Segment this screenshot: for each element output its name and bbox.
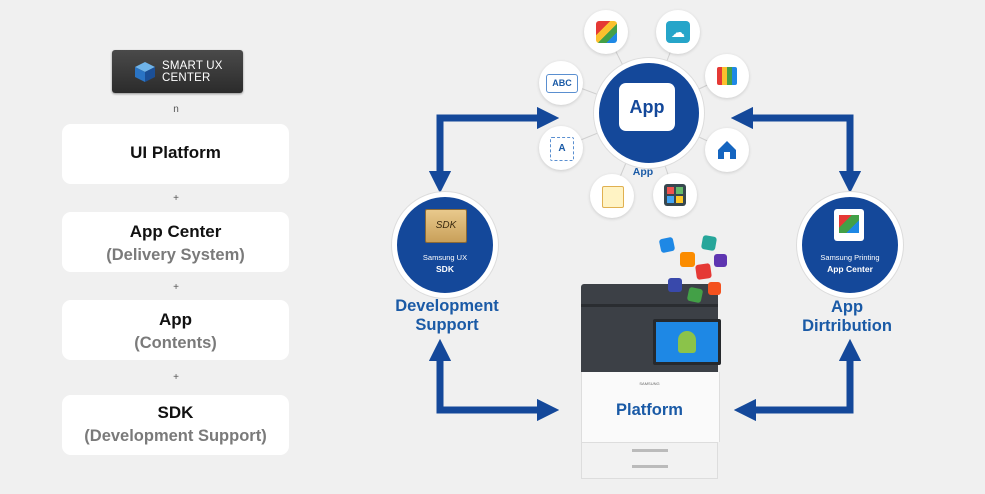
arrow-appcenter-to-platform — [733, 338, 862, 422]
appcenter-caption: App Dirtribution — [772, 298, 922, 336]
arrow-app-to-appcenter — [730, 106, 862, 194]
printer-brand: SAMSUNG — [639, 381, 660, 386]
appcenter-caption-line2: Dirtribution — [802, 317, 892, 335]
stack-card-app: App (Contents) — [62, 300, 289, 360]
notes-icon — [590, 174, 634, 218]
sdk-caption: Development Support — [372, 297, 522, 335]
appcenter-node-line1: Samsung Printing — [820, 253, 880, 262]
sdk-node-line2: SDK — [436, 264, 454, 274]
stack-card-ui-platform: UI Platform — [62, 124, 289, 184]
stack-card-sdk: SDK (Development Support) — [62, 395, 289, 455]
cloud-upload-icon: ☁ — [656, 10, 700, 54]
app-hub-label: App — [619, 83, 675, 131]
appcenter-node-circle: Samsung Printing App Center — [797, 192, 903, 298]
logo-line1: SMART UX — [162, 60, 223, 72]
logo-line2: CENTER — [162, 72, 211, 84]
abc-icon: ABC — [539, 61, 583, 105]
palette-icon — [653, 173, 697, 217]
arrow-sdk-to-platform — [428, 338, 560, 422]
ocr-scan-icon: A — [539, 126, 583, 170]
stack-card-title: App — [158, 310, 193, 329]
plus-separator: + — [173, 282, 179, 293]
stack-card-title: SDK — [157, 403, 194, 422]
appcenter-caption-line1: App — [830, 298, 864, 316]
appcenter-node-line2: App Center — [827, 264, 873, 274]
sdk-caption-line1: Development — [395, 297, 499, 315]
app-hub-caption: App — [632, 166, 654, 178]
shopping-bag-icon — [834, 209, 864, 241]
stack-card-app-center: App Center (Delivery System) — [62, 212, 289, 272]
color-print-icon — [705, 54, 749, 98]
sdk-node-circle: SDK Samsung UX SDK — [392, 192, 498, 298]
arrow-sdk-to-app — [428, 106, 560, 194]
stack-card-subtitle: (Contents) — [134, 334, 217, 352]
home-icon — [705, 128, 749, 172]
printer-touchscreen — [653, 319, 721, 365]
sdk-caption-line2: Support — [415, 316, 479, 334]
sdk-box-icon: SDK — [425, 209, 467, 243]
product-stack-panel: SMART UX CENTER n UI Platform + App Cent… — [0, 0, 350, 494]
flying-app-tiles — [656, 234, 727, 308]
android-icon — [678, 331, 696, 353]
platform-label: Platform — [616, 401, 683, 419]
stack-card-subtitle: (Development Support) — [84, 427, 267, 445]
separator-n: n — [173, 104, 179, 115]
sdk-node-line1: Samsung UX — [422, 253, 468, 262]
stack-card-title: App Center — [129, 222, 222, 241]
photo-edit-icon — [584, 10, 628, 54]
stack-card-title: UI Platform — [130, 143, 221, 162]
cube-icon — [135, 62, 155, 82]
smart-ux-center-logo: SMART UX CENTER — [112, 50, 243, 93]
plus-separator: + — [173, 372, 179, 383]
printer-platform-device: SAMSUNG Platform — [581, 284, 721, 479]
stack-card-subtitle: (Delivery System) — [106, 246, 245, 264]
app-hub-circle: App — [594, 58, 704, 168]
plus-separator: + — [173, 193, 179, 204]
